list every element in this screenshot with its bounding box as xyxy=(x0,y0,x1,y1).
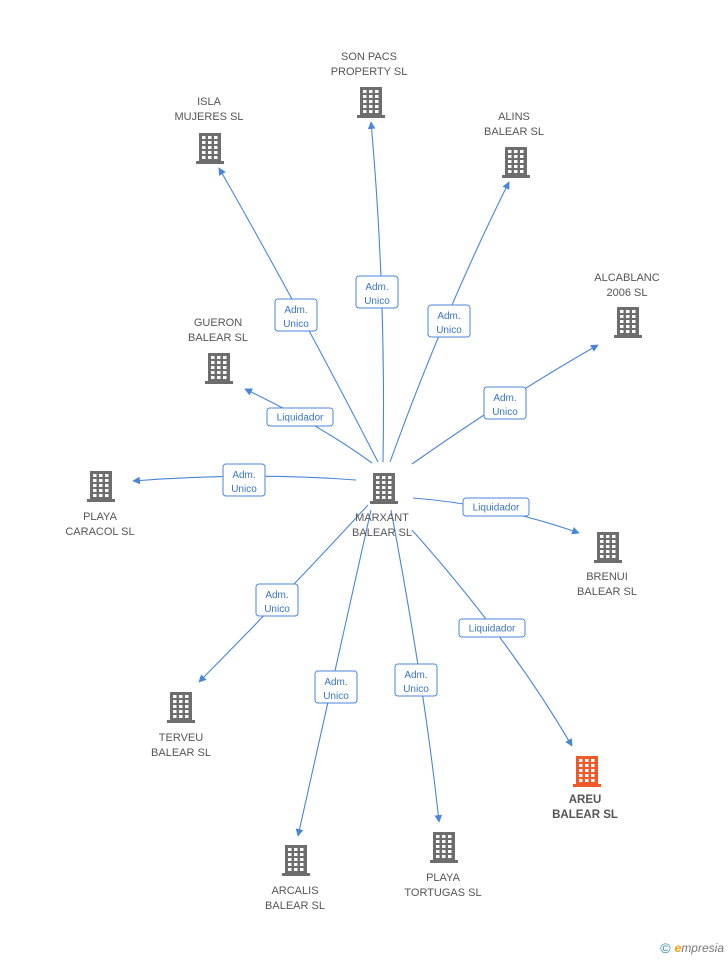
relation-text-arcalis: Adm.Unico xyxy=(323,677,349,702)
relation-text-areu: Liquidador xyxy=(469,624,516,635)
building-icon-isla-mujeres xyxy=(196,133,224,164)
node-label-playa-caracol-line: CARACOL SL xyxy=(65,526,134,538)
edges-layer xyxy=(132,121,599,837)
building-icon-alcablanc xyxy=(614,307,642,338)
center-node-label: MARXANT BALEAR SL xyxy=(352,512,412,539)
relation-text-brenui: Liquidador xyxy=(473,503,520,514)
node-label-alins: ALINS BALEAR SL xyxy=(484,111,544,138)
node-label-alins-line: ALINS xyxy=(498,111,530,123)
node-label-playa-tortugas-line: PLAYA xyxy=(426,872,460,884)
node-label-alcablanc-line: 2006 SL xyxy=(607,287,648,299)
node-label-isla-mujeres-line: ISLA xyxy=(197,96,222,108)
building-icon-gueron xyxy=(205,353,233,384)
relation-badge-alins: Adm.Unico xyxy=(427,304,471,338)
node-label-son-pacs: SON PACS PROPERTY SL xyxy=(331,51,408,78)
node-label-brenui-line: BRENUI xyxy=(586,571,628,583)
relation-badge-alcablanc: Adm.Unico xyxy=(483,386,527,420)
relation-badge-playa-caracol: Adm.Unico xyxy=(222,463,266,497)
center-building-icon xyxy=(370,473,398,504)
node-label-gueron-line: BALEAR SL xyxy=(188,332,248,344)
node-label-isla-mujeres-line: MUJERES SL xyxy=(174,111,243,123)
building-icon-areu xyxy=(573,756,601,787)
building-icon-alins xyxy=(502,147,530,178)
copyright-icon: © xyxy=(660,940,671,956)
building-icon-playa-tortugas xyxy=(430,832,458,863)
center-node-label-line: MARXANT xyxy=(355,512,409,524)
node-label-alcablanc: ALCABLANC 2006 SL xyxy=(594,272,659,299)
relation-badge-son-pacs: Adm.Unico xyxy=(355,275,399,309)
relation-text-son-pacs: Adm.Unico xyxy=(364,282,390,307)
relation-text-isla-mujeres: Adm.Unico xyxy=(283,305,309,330)
center-node-label-line: BALEAR SL xyxy=(352,527,412,539)
edge-areu xyxy=(411,529,573,747)
relation-badge-isla-mujeres: Adm.Unico xyxy=(274,298,318,332)
relation-badge-brenui: Liquidador xyxy=(462,497,530,517)
relation-text-alins: Adm.Unico xyxy=(436,311,462,336)
relation-badge-arcalis: Adm.Unico xyxy=(314,670,358,704)
node-label-playa-caracol: PLAYA CARACOL SL xyxy=(65,511,134,538)
nodes-layer xyxy=(87,87,642,876)
building-icon-terveu xyxy=(167,692,195,723)
node-label-alcablanc-line: ALCABLANC xyxy=(594,272,659,284)
node-label-terveu-line: TERVEU xyxy=(159,732,203,744)
footer-brand[interactable]: © empresia xyxy=(660,940,724,956)
relation-labels-layer: MARXANT BALEAR SL SON PACS PROPERTY SL Adm.U… xyxy=(65,51,659,912)
node-label-areu-line: AREU xyxy=(569,794,602,806)
building-icon-arcalis xyxy=(282,845,310,876)
node-label-terveu: TERVEU BALEAR SL xyxy=(151,732,211,759)
relation-badge-playa-tortugas: Adm.Unico xyxy=(394,663,438,697)
node-label-alins-line: BALEAR SL xyxy=(484,126,544,138)
building-icon-brenui xyxy=(594,532,622,563)
relation-text-playa-caracol: Adm.Unico xyxy=(231,470,257,495)
relation-text-terveu: Adm.Unico xyxy=(264,590,290,615)
node-label-areu-line: BALEAR SL xyxy=(552,809,618,821)
relation-badge-gueron: Liquidador xyxy=(266,407,334,427)
node-label-isla-mujeres: ISLA MUJERES SL xyxy=(174,96,243,123)
node-label-son-pacs-line: PROPERTY SL xyxy=(331,66,408,78)
node-label-playa-tortugas: PLAYA TORTUGAS SL xyxy=(404,872,481,899)
relation-text-playa-tortugas: Adm.Unico xyxy=(403,670,429,695)
relation-text-alcablanc: Adm.Unico xyxy=(492,393,518,418)
node-label-brenui-line: BALEAR SL xyxy=(577,586,637,598)
relation-badge-terveu: Adm.Unico xyxy=(255,583,299,617)
node-label-playa-tortugas-line: TORTUGAS SL xyxy=(404,887,481,899)
node-label-gueron-line: GUERON xyxy=(194,317,242,329)
node-label-brenui: BRENUI BALEAR SL xyxy=(577,571,637,598)
node-label-arcalis: ARCALIS BALEAR SL xyxy=(265,885,325,912)
node-label-son-pacs-line: SON PACS xyxy=(341,51,397,63)
node-label-arcalis-line: BALEAR SL xyxy=(265,900,325,912)
node-label-areu: AREU BALEAR SL xyxy=(552,794,618,821)
node-label-arcalis-line: ARCALIS xyxy=(271,885,318,897)
relation-badge-areu: Liquidador xyxy=(458,618,526,638)
building-icon-playa-caracol xyxy=(87,471,115,502)
brand-name: empresia xyxy=(674,941,724,955)
relation-text-gueron: Liquidador xyxy=(277,413,324,424)
node-label-terveu-line: BALEAR SL xyxy=(151,747,211,759)
node-label-gueron: GUERON BALEAR SL xyxy=(188,317,248,344)
node-label-playa-caracol-line: PLAYA xyxy=(83,511,117,523)
building-icon-son-pacs xyxy=(357,87,385,118)
